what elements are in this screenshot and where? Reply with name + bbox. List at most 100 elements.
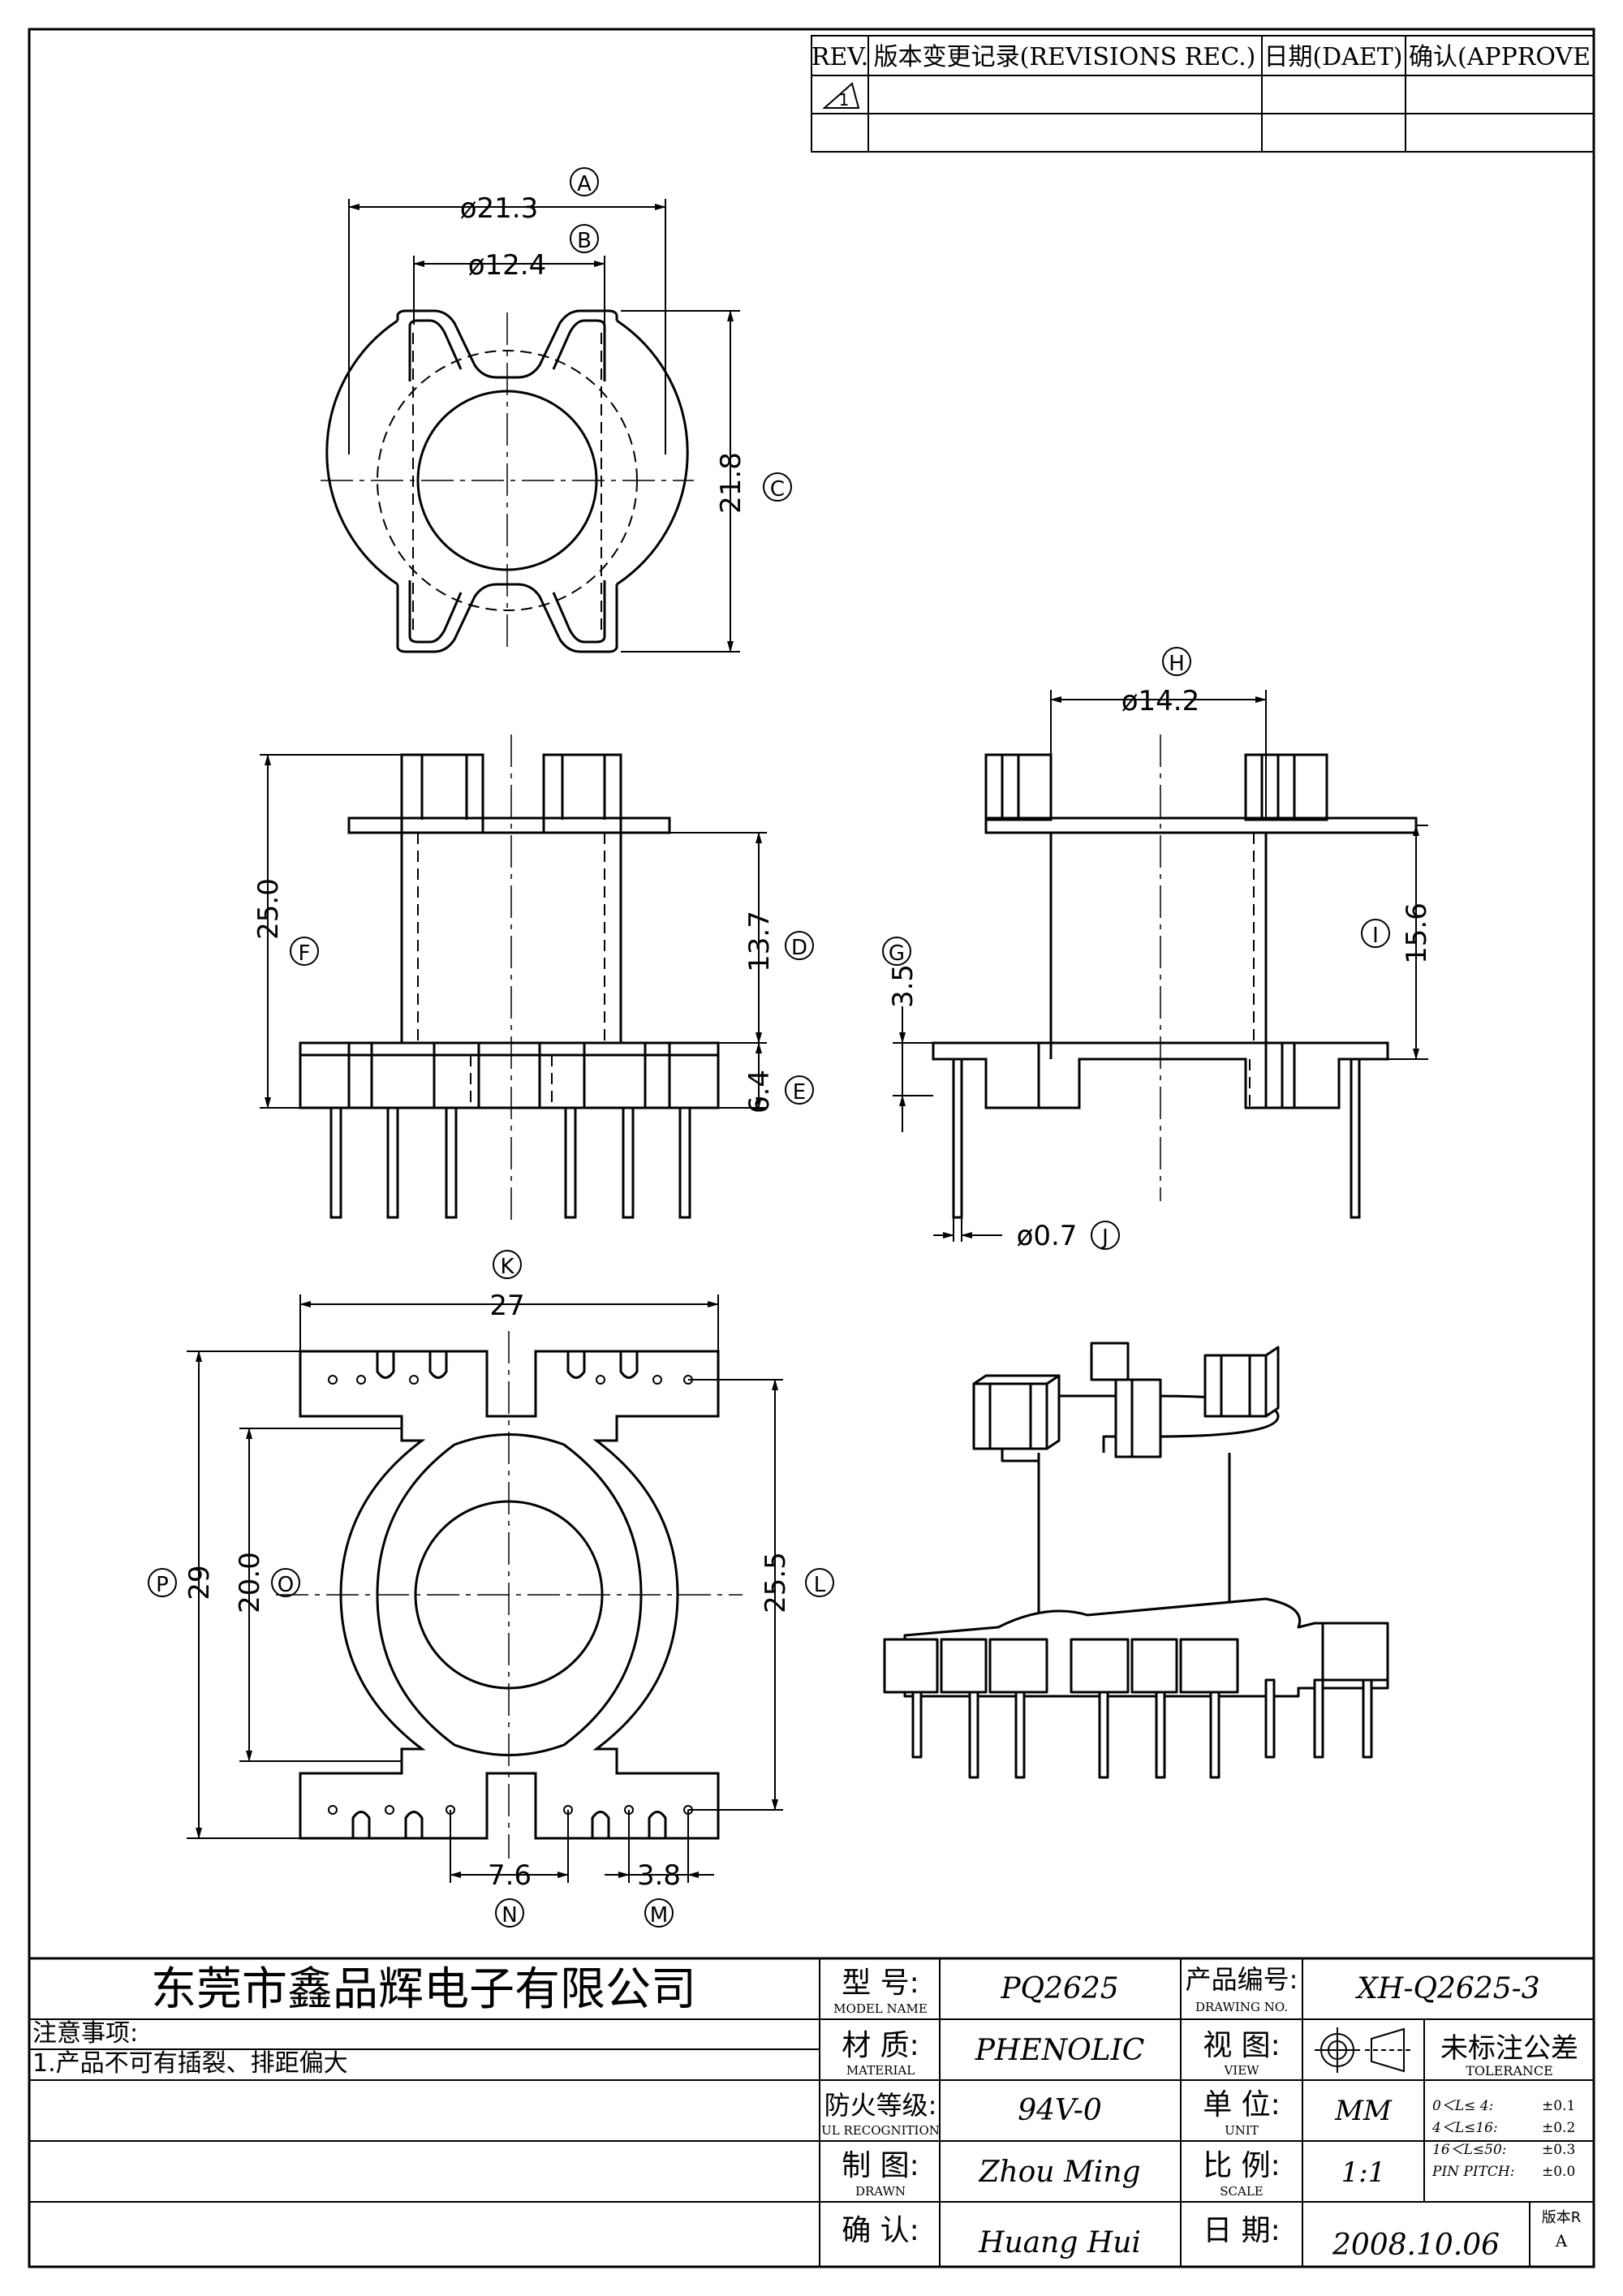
dim-F-balloon bbox=[290, 937, 319, 966]
dim-J-balloon bbox=[1091, 1221, 1120, 1250]
drawing-no-label: 产品编号: bbox=[1186, 1964, 1298, 1995]
model-value: PQ2625 bbox=[1000, 1972, 1118, 2005]
dim-K-letter: K bbox=[500, 1255, 514, 1279]
dim-P-letter: P bbox=[156, 1573, 169, 1597]
dim-L-value: 25.5 bbox=[760, 1552, 792, 1613]
dim-C-lines bbox=[621, 310, 740, 653]
dim-G-letter: G bbox=[889, 941, 905, 966]
dim-J-value: ø0.7 bbox=[1017, 1220, 1078, 1252]
tolerance-value-3: ±0.3 bbox=[1542, 2142, 1575, 2158]
dim-D-value: 13.7 bbox=[743, 911, 776, 972]
dim-H-letter: H bbox=[1169, 652, 1185, 676]
revision-number: 1 bbox=[839, 90, 850, 110]
dim-B-value: ø12.4 bbox=[468, 249, 547, 282]
fire-rating-value: 94V-0 bbox=[1018, 2094, 1102, 2127]
dim-J-letter: J bbox=[1100, 1226, 1109, 1250]
dim-H-value: ø14.2 bbox=[1121, 685, 1200, 717]
material-value: PHENOLIC bbox=[975, 2034, 1145, 2067]
dim-G-lines bbox=[893, 1006, 933, 1132]
dim-O-value: 20.0 bbox=[234, 1552, 266, 1613]
fire-rating-label: 防火等级: bbox=[824, 2090, 937, 2121]
dim-E-lines bbox=[718, 1042, 767, 1109]
dim-E-value: 6.4 bbox=[743, 1070, 776, 1114]
dim-A-letter: A bbox=[577, 172, 592, 196]
unit-label-en: UNIT bbox=[1225, 2123, 1259, 2138]
note-1: 1.产品不可有插裂、排距偏大 bbox=[32, 2049, 348, 2078]
scale-value: 1:1 bbox=[1341, 2156, 1386, 2189]
dim-B-letter: B bbox=[577, 229, 592, 253]
tolerance-value-2: ±0.2 bbox=[1542, 2120, 1575, 2136]
drawn-by-label: 制 图: bbox=[842, 2149, 919, 2182]
date-value: 2008.10.06 bbox=[1332, 2229, 1500, 2262]
dim-L-balloon bbox=[805, 1568, 834, 1597]
revision-table bbox=[811, 35, 1595, 153]
material-label: 材 质: bbox=[842, 2029, 919, 2062]
bottom-view-centerlines bbox=[276, 1331, 743, 1859]
tolerance-value-1: ±0.1 bbox=[1542, 2098, 1575, 2114]
dim-A-lines bbox=[348, 199, 666, 454]
dim-L-letter: L bbox=[814, 1573, 826, 1597]
dim-I-letter: I bbox=[1372, 924, 1379, 948]
dim-I-lines bbox=[1388, 825, 1428, 1060]
dim-N-balloon bbox=[495, 1898, 524, 1928]
drawn-by-value: Zhou Ming bbox=[978, 2156, 1140, 2189]
date-col-header: 日期(DAET) bbox=[1264, 43, 1402, 71]
notes-title: 注意事项: bbox=[32, 2019, 138, 2048]
dim-H-balloon bbox=[1162, 647, 1191, 676]
view-label: 视 图: bbox=[1203, 2029, 1281, 2062]
dim-A-balloon bbox=[570, 167, 599, 196]
projection-symbol-icon bbox=[1315, 2027, 1412, 2073]
view-label-en: VIEW bbox=[1223, 2063, 1259, 2078]
dim-F-lines bbox=[260, 754, 402, 1109]
top-view-centerlines bbox=[321, 312, 694, 649]
tolerance-range-4: PIN PITCH: bbox=[1431, 2164, 1515, 2180]
dim-C-letter: C bbox=[770, 477, 785, 502]
approve-col-header: 确认(APPROVE bbox=[1409, 43, 1591, 71]
front-view bbox=[299, 753, 720, 1219]
dim-P-lines bbox=[187, 1350, 300, 1839]
drawing-no-value: XH-Q2625-3 bbox=[1354, 1972, 1539, 2005]
dim-M-lines bbox=[605, 1810, 714, 1883]
material-label-en: MATERIAL bbox=[846, 2063, 915, 2078]
tolerance-range-2: 4＜L≤16: bbox=[1431, 2120, 1498, 2136]
dim-I-balloon bbox=[1361, 919, 1390, 948]
version-value: A bbox=[1555, 2231, 1568, 2251]
dim-K-lines bbox=[299, 1294, 719, 1351]
dim-O-balloon bbox=[271, 1568, 300, 1597]
front-view-hidden bbox=[417, 833, 605, 1108]
side-view-hidden bbox=[1249, 833, 1255, 1108]
dim-G-value: 3.5 bbox=[887, 964, 919, 1008]
model-label: 型 号: bbox=[842, 1966, 919, 2000]
dim-J-lines bbox=[933, 1217, 1002, 1242]
isometric-view bbox=[883, 1342, 1389, 1779]
dim-N-value: 7.6 bbox=[488, 1859, 532, 1892]
dim-D-balloon bbox=[785, 931, 814, 960]
dim-M-balloon bbox=[644, 1898, 674, 1928]
tolerance-label-en: TOLERANCE bbox=[1466, 2063, 1553, 2078]
dim-A-value: ø21.3 bbox=[460, 192, 539, 225]
side-view bbox=[932, 753, 1418, 1219]
dim-L-lines bbox=[688, 1379, 783, 1811]
record-col-header: 版本变更记录(REVISIONS REC.) bbox=[874, 43, 1256, 71]
tolerance-range-3: 16＜L≤50: bbox=[1432, 2142, 1507, 2158]
dim-B-lines bbox=[413, 256, 605, 325]
dim-C-value: 21.8 bbox=[715, 452, 747, 514]
dim-N-letter: N bbox=[502, 1903, 517, 1928]
tolerance-value-4: ±0.0 bbox=[1542, 2164, 1575, 2180]
dim-O-lines bbox=[239, 1428, 402, 1762]
version-label: 版本R bbox=[1542, 2209, 1582, 2226]
rev-col-header: REV. bbox=[812, 43, 868, 71]
dim-G-balloon bbox=[882, 937, 911, 966]
model-label-en: MODEL NAME bbox=[833, 2001, 928, 2016]
company-name: 东莞市鑫品辉电子有限公司 bbox=[151, 1963, 696, 2016]
tolerance-range-1: 0＜L≤ 4: bbox=[1432, 2098, 1493, 2114]
revision-triangle-icon: 1 bbox=[822, 82, 860, 110]
dim-M-letter: M bbox=[650, 1903, 668, 1928]
dim-P-balloon bbox=[148, 1568, 177, 1597]
dim-I-value: 15.6 bbox=[1401, 902, 1433, 964]
dim-M-value: 3.8 bbox=[637, 1859, 681, 1892]
dim-E-letter: E bbox=[793, 1080, 806, 1105]
dim-O-letter: O bbox=[278, 1573, 294, 1597]
dim-H-lines bbox=[1050, 690, 1267, 820]
